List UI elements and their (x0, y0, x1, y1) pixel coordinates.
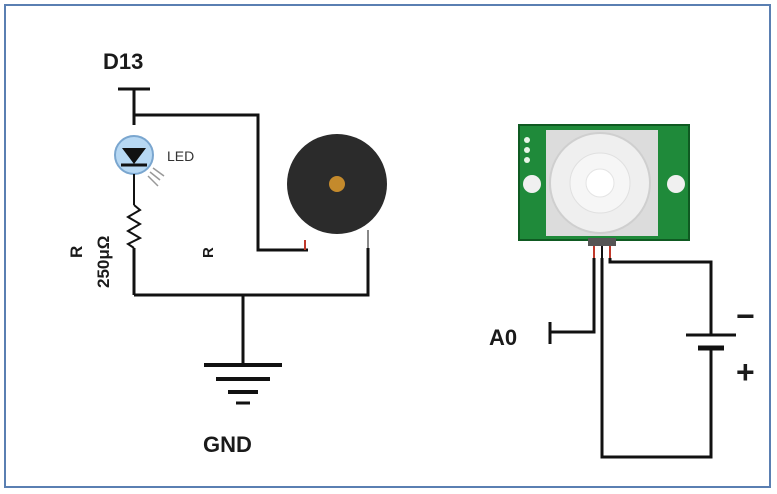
ground-icon (204, 363, 282, 405)
wire (600, 258, 713, 459)
wire (608, 258, 713, 335)
resistor-name-label: R (67, 246, 86, 258)
pir-sensor-icon (518, 124, 690, 246)
gnd-label: GND (203, 432, 252, 457)
wire (550, 258, 596, 334)
a0-label: A0 (489, 325, 517, 350)
resistor-value-label: 250μΩ (94, 236, 113, 288)
led-icon (114, 135, 165, 187)
resistor-icon (126, 204, 143, 249)
buzzer-icon (287, 134, 387, 234)
wire (134, 113, 308, 252)
battery-icon (686, 333, 736, 351)
led-label: LED (167, 148, 194, 164)
wire (134, 248, 370, 297)
battery-minus-label: − (736, 298, 755, 334)
buzzer-resistor-label: R (200, 247, 217, 258)
battery-plus-label: + (736, 354, 755, 390)
d13-label: D13 (103, 49, 143, 74)
